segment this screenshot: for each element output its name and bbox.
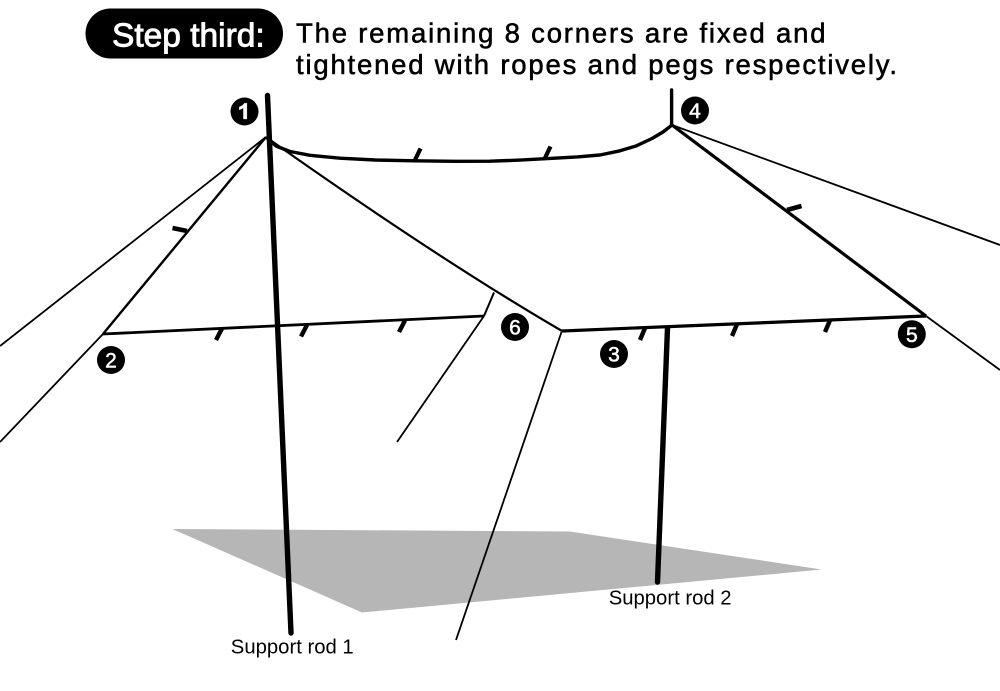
svg-text:6: 6 [509,317,521,340]
svg-text:2: 2 [105,350,117,373]
svg-text:4: 4 [689,100,701,123]
svg-text:tightened with ropes and pegs: tightened with ropes and pegs respective… [296,49,899,80]
svg-text:The remaining 8 corners are fi: The remaining 8 corners are fixed and [296,18,827,49]
svg-text:5: 5 [906,324,918,347]
svg-text:Support rod 2: Support rod 2 [609,587,732,609]
svg-text:3: 3 [608,344,620,367]
svg-text:Support rod 1: Support rod 1 [231,636,354,658]
svg-text:Step third:: Step third: [112,17,265,54]
